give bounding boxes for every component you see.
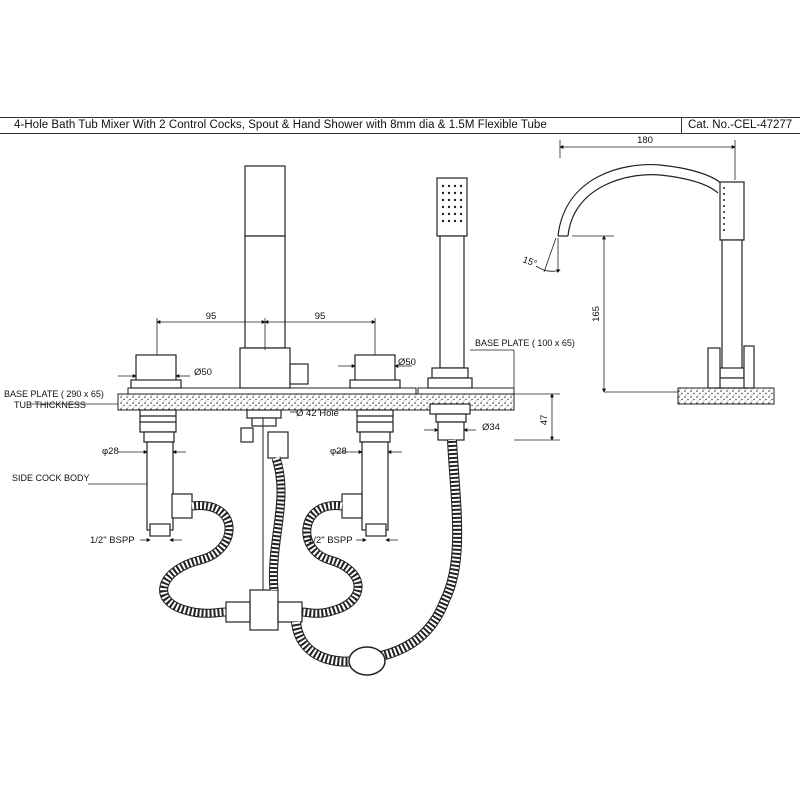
dim-left-knob: Ø50	[194, 367, 212, 378]
side-tub-slab	[677, 387, 775, 405]
tub-thickness-label: TUB THICKNESS	[14, 400, 86, 410]
dim-right-spacing: 95	[315, 311, 326, 322]
front-dimension-labels: 95 95 Ø50 Ø50 BASE PLATE ( 290 x 65) TUB…	[4, 311, 575, 546]
left-side-cock-body	[139, 409, 193, 537]
title-divider	[681, 117, 682, 134]
base-plate-left-label: BASE PLATE ( 290 x 65)	[4, 389, 104, 399]
dim-right-body: φ28	[330, 446, 347, 457]
dim-side-height: 165	[591, 306, 602, 322]
hole-label: Ø 42 Hole	[296, 408, 339, 419]
hand-shower-front	[427, 177, 473, 389]
dim-left-body: φ28	[102, 446, 119, 457]
shower-under-fitting	[429, 403, 471, 441]
dim-side-width: 180	[637, 135, 653, 146]
dim-right-knob: Ø50	[398, 357, 416, 368]
dim-side-angle: 15°	[521, 254, 538, 269]
base-plate-right-label: BASE PLATE ( 100 x 65)	[475, 338, 575, 348]
side-spout	[557, 164, 755, 389]
side-dimension-labels: 180 165 15°	[521, 135, 653, 322]
flexible-hoses	[159, 439, 463, 667]
right-control-knob	[349, 354, 401, 389]
center-connector	[225, 409, 303, 631]
base-plate-left	[127, 387, 417, 395]
side-cock-body-label: SIDE COCK BODY	[12, 473, 90, 483]
bspp-left-label: 1/2" BSPP	[90, 535, 135, 546]
left-control-knob	[130, 354, 182, 389]
bspp-right-label: 1/2" BSPP	[308, 535, 353, 546]
drawing-frame	[0, 117, 800, 800]
drawing-title: 4-Hole Bath Tub Mixer With 2 Control Coc…	[14, 119, 547, 131]
dim-left-spacing: 95	[206, 311, 217, 322]
catalog-number: Cat. No.-CEL-47277	[688, 119, 793, 131]
hose-weight-ball	[348, 646, 386, 676]
base-plate-right	[417, 387, 515, 395]
side-dimension-lines	[535, 140, 736, 393]
dim-tub-depth: 47	[539, 415, 550, 426]
dim-shower-body: Ø34	[482, 422, 500, 433]
side-shower-dots	[723, 187, 725, 231]
spout-body	[239, 165, 309, 389]
front-dimension-lines	[30, 318, 560, 542]
title-bar	[0, 117, 800, 134]
shower-nozzle-dots	[441, 184, 463, 223]
right-side-cock-body	[341, 409, 394, 537]
